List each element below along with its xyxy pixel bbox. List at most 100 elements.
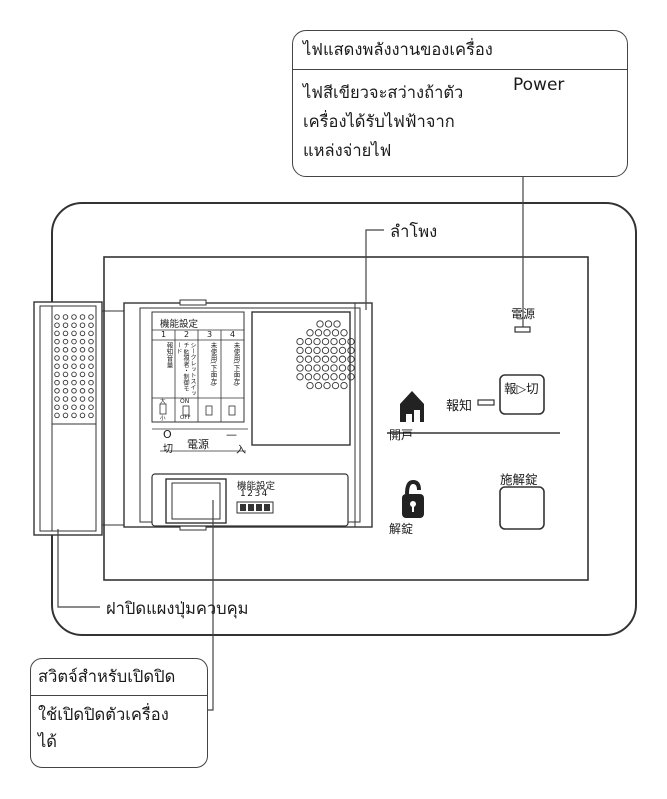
cover-hole: [88, 404, 94, 410]
power-switch: [165, 478, 227, 524]
cover-hole: [79, 379, 86, 386]
cover-hole: [62, 355, 69, 361]
speaker-label: ลำโพง: [390, 222, 438, 241]
speaker-hole: [313, 346, 321, 355]
switch-desc-line: ได้: [38, 732, 58, 751]
cover-hole: [71, 338, 77, 345]
speaker-hole: [347, 337, 355, 346]
settings-col-2: 2: [184, 330, 190, 339]
cover-hole: [71, 347, 77, 353]
settings-col-3: 3: [207, 330, 213, 339]
speaker-hole: [331, 329, 340, 337]
cover-hole: [62, 388, 69, 394]
switch-callout-title: สวิตจ์สำหรับเปิดปิด: [31, 659, 207, 696]
cover-hole: [62, 379, 69, 386]
unlock-button[interactable]: [499, 486, 545, 530]
cover-hole: [79, 396, 86, 402]
power-lamp: [514, 326, 531, 333]
speaker-hole: [347, 364, 355, 372]
cover-hole: [54, 314, 60, 320]
cover-hole: [71, 379, 77, 386]
power-led-label: Power: [513, 75, 565, 95]
speaker-hole: [321, 337, 330, 346]
cover-hole: [71, 396, 77, 402]
speaker-hole: [340, 329, 348, 337]
cover-hole: [62, 371, 69, 378]
switch-desc-line: ใช้เปิดปิดตัวเครื่อง: [38, 705, 169, 724]
speaker-hole: [313, 337, 321, 346]
speaker-hole: [296, 373, 304, 381]
speaker-hole: [313, 364, 321, 372]
cover-hole: [79, 412, 86, 419]
cover-hole: [71, 363, 77, 369]
cover-hole: [79, 314, 86, 320]
switch-leader: [206, 500, 214, 711]
speaker-hole: [313, 373, 321, 381]
speaker-hole: [313, 355, 321, 363]
cover-hole: [62, 404, 69, 410]
speaker-hole: [321, 373, 330, 381]
cover-hole: [54, 379, 60, 386]
cover-hole: [54, 388, 60, 394]
cover-hole: [54, 404, 60, 410]
cover-hole: [88, 363, 94, 369]
notify-button[interactable]: [499, 374, 545, 415]
cover-hole: [54, 338, 60, 345]
vol-low: 小: [160, 416, 166, 422]
settings-item-4: 未使用(下面左): [232, 342, 240, 387]
cover-hole: [71, 388, 77, 394]
speaker-grille: [251, 311, 351, 446]
speaker-hole: [304, 373, 313, 381]
cover-hole: [88, 396, 94, 402]
open-door-label: 開戸: [389, 428, 414, 442]
power-callout: ไฟแสดงพลังงานของเครื่อง ไฟสีเขียวจะสว่าง…: [292, 30, 628, 177]
cover-hole: [79, 347, 86, 353]
cover-hole: [71, 412, 77, 419]
speaker-hole: [331, 381, 340, 390]
cover-hole: [88, 314, 94, 320]
speaker-hole: [314, 329, 323, 337]
unlock-label: 解錠: [389, 522, 414, 536]
switch-on: ON: [180, 398, 190, 405]
speaker-hole: [304, 355, 313, 363]
cover-hole: [71, 330, 77, 337]
power-on-symbol: —: [226, 428, 237, 441]
notify-lamp: [477, 399, 495, 406]
speaker-hole: [333, 320, 341, 328]
power-off-symbol: O: [163, 428, 172, 441]
power-desc-line: แหล่งจ่ายไฟ: [303, 141, 392, 160]
cover-hole: [71, 355, 77, 361]
cover-hole: [88, 322, 94, 328]
cover-hole: [79, 338, 86, 345]
power-desc-line: ไฟสีเขียวจะสว่างถ้าตัว: [303, 83, 464, 102]
cover-hole: [79, 371, 86, 378]
cover-hole: [54, 355, 60, 361]
speaker-hole: [324, 320, 333, 328]
speaker-hole: [304, 364, 313, 372]
speaker-hole: [314, 381, 323, 390]
cover-hole: [54, 347, 60, 353]
cover-hole: [62, 347, 69, 353]
settings-item-2: シークレットスイッチ 監視者・制御モード: [175, 342, 196, 396]
cover-hole: [88, 412, 94, 419]
speaker-hole: [330, 346, 338, 355]
cover-hole: [62, 314, 69, 320]
speaker-hole: [296, 364, 304, 372]
speaker-hole: [316, 320, 324, 328]
settings-col-4: 4: [230, 330, 236, 339]
settings-compartment: [123, 299, 373, 531]
cover-hole: [71, 371, 77, 378]
control-panel-cover: [33, 301, 103, 536]
speaker-hole: [338, 364, 347, 372]
cover-hole: [71, 404, 77, 410]
cover-hole: [79, 355, 86, 361]
speaker-hole: [304, 337, 313, 346]
speaker-hole: [338, 346, 347, 355]
cover-leader: [57, 529, 100, 608]
dip-switch: [236, 501, 274, 514]
cover-hole: [62, 322, 69, 328]
cover-hole: [62, 412, 69, 419]
padlock-icon: [402, 480, 424, 518]
speaker-hole: [340, 381, 348, 390]
